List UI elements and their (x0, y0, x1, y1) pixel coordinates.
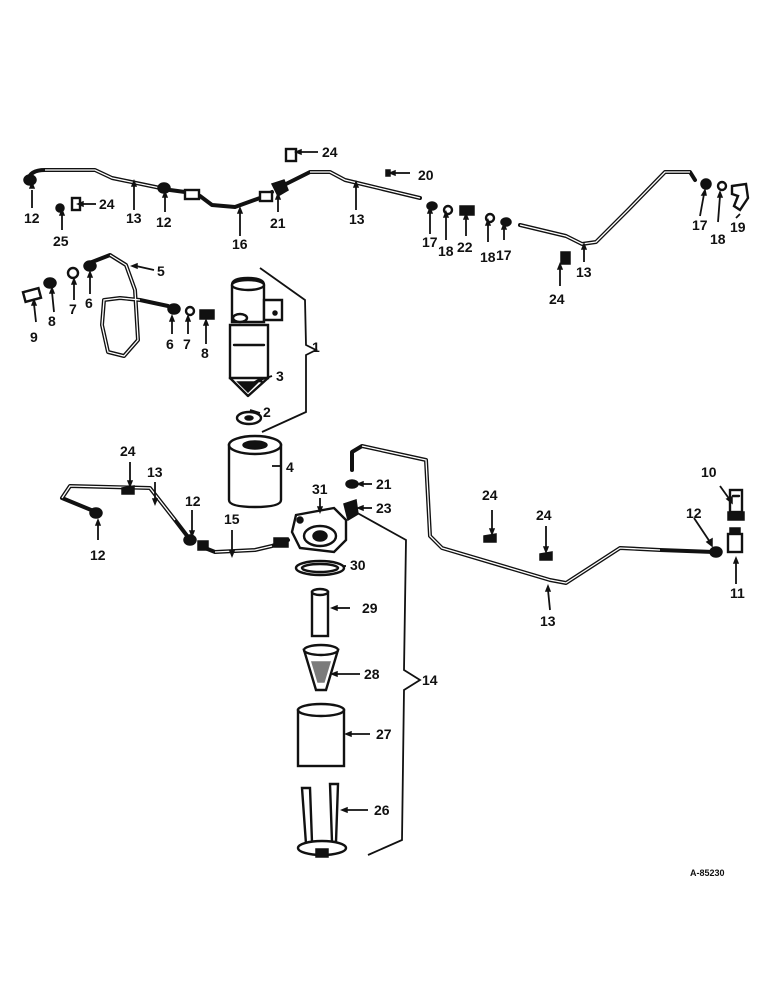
callout-6a: 6 (85, 295, 93, 311)
bracket-14 (351, 509, 422, 856)
callout-21b: 21 (376, 476, 392, 492)
shutoff-valve-11 (726, 527, 744, 554)
callout-12c: 12 (90, 547, 106, 563)
connector-22 (459, 205, 475, 216)
callout-labels: 1 2 3 4 5 6 6 7 7 8 8 9 10 11 12 12 12 1… (24, 144, 746, 818)
figure-code: A-85230 (690, 868, 725, 878)
callout-5: 5 (157, 263, 165, 279)
callout-10: 10 (701, 464, 717, 480)
elbow-19 (730, 182, 750, 212)
bracket-1 (259, 267, 319, 433)
callout-18a: 18 (438, 243, 454, 259)
fitting-8-left (43, 277, 57, 289)
callout-17a: 17 (422, 234, 438, 250)
callout-12b: 12 (156, 214, 172, 230)
callout-9: 9 (30, 329, 38, 345)
callout-17c: 17 (692, 217, 708, 233)
clip-24-topright (560, 251, 571, 265)
fitting-12-left (23, 174, 37, 186)
callout-6b: 6 (166, 336, 174, 352)
fitting-12-mid (157, 182, 171, 194)
fitting-12-lower-right (709, 546, 723, 558)
callout-16: 16 (232, 236, 248, 252)
callout-24b: 24 (99, 196, 115, 212)
callout-13b: 13 (349, 211, 365, 227)
filter-sleeve-27 (296, 702, 346, 768)
callout-14: 14 (422, 672, 438, 688)
callout-24a: 24 (322, 144, 338, 160)
callout-13a: 13 (126, 210, 142, 226)
callout-7a: 7 (69, 301, 77, 317)
callout-28: 28 (364, 666, 380, 682)
callout-15: 15 (224, 511, 240, 527)
fuel-tube-13-middle (284, 170, 422, 200)
washer-7-left (66, 266, 80, 280)
callout-21a: 21 (270, 215, 286, 231)
leader-lines (28, 148, 741, 814)
clip-24-lower-left (121, 485, 135, 495)
fitting-12-lower-b (183, 534, 197, 546)
left-middle-line (60, 484, 290, 554)
callout-30: 30 (350, 557, 366, 573)
tube-29 (310, 587, 330, 638)
callout-20: 20 (418, 167, 434, 183)
o-ring-30 (294, 559, 346, 577)
callout-25: 25 (53, 233, 69, 249)
callout-22: 22 (457, 239, 473, 255)
callout-27: 27 (376, 726, 392, 742)
callout-24e: 24 (482, 487, 498, 503)
callout-13e: 13 (540, 613, 556, 629)
callout-18c: 18 (710, 231, 726, 247)
filter-head-31 (290, 506, 348, 554)
nut-17-mid (500, 217, 512, 227)
sediment-bowl-assembly-1 (228, 267, 319, 433)
callout-7b: 7 (183, 336, 191, 352)
callout-23: 23 (376, 500, 392, 516)
nut-17-left (426, 201, 438, 211)
callout-13d: 13 (147, 464, 163, 480)
cone-element-28 (302, 643, 340, 692)
callout-24d: 24 (120, 443, 136, 459)
callout-26: 26 (374, 802, 390, 818)
callout-8b: 8 (201, 345, 209, 361)
callout-12e: 12 (686, 505, 702, 521)
fitting-8-right (199, 309, 215, 320)
callout-1: 1 (312, 339, 320, 355)
nut-17-right (700, 178, 712, 190)
callout-17b: 17 (496, 247, 512, 263)
nut-6-left (83, 260, 97, 272)
callout-12d: 12 (185, 493, 201, 509)
filter-base-26 (296, 782, 348, 858)
washer-7-right (184, 305, 196, 317)
callout-24c: 24 (549, 291, 565, 307)
gasket-2 (235, 410, 263, 426)
callout-29: 29 (362, 600, 378, 616)
fuel-tube-13-right (518, 170, 697, 246)
callout-3: 3 (276, 368, 284, 384)
callout-12a: 12 (24, 210, 40, 226)
callout-8a: 8 (48, 313, 56, 329)
clip-24-lower-right (539, 551, 553, 561)
washer-18-right (716, 180, 728, 192)
clip-24-top (284, 147, 298, 163)
callout-24f: 24 (536, 507, 552, 523)
glass-bowl-3 (228, 323, 270, 398)
callout-18b: 18 (480, 249, 496, 265)
fitting-12-lower-a (89, 507, 103, 519)
clip-24-lower-mid (483, 533, 497, 543)
cap-10 (727, 488, 745, 521)
callout-2: 2 (263, 404, 271, 420)
top-fuel-line (23, 147, 750, 265)
callout-11: 11 (730, 585, 745, 601)
callout-4: 4 (286, 459, 294, 475)
filter-element-4 (227, 434, 283, 509)
callout-31: 31 (312, 481, 328, 497)
callout-19: 19 (730, 219, 746, 235)
elbow-23 (343, 499, 359, 522)
callout-13c: 13 (576, 264, 592, 280)
nut-6-right (167, 303, 181, 315)
